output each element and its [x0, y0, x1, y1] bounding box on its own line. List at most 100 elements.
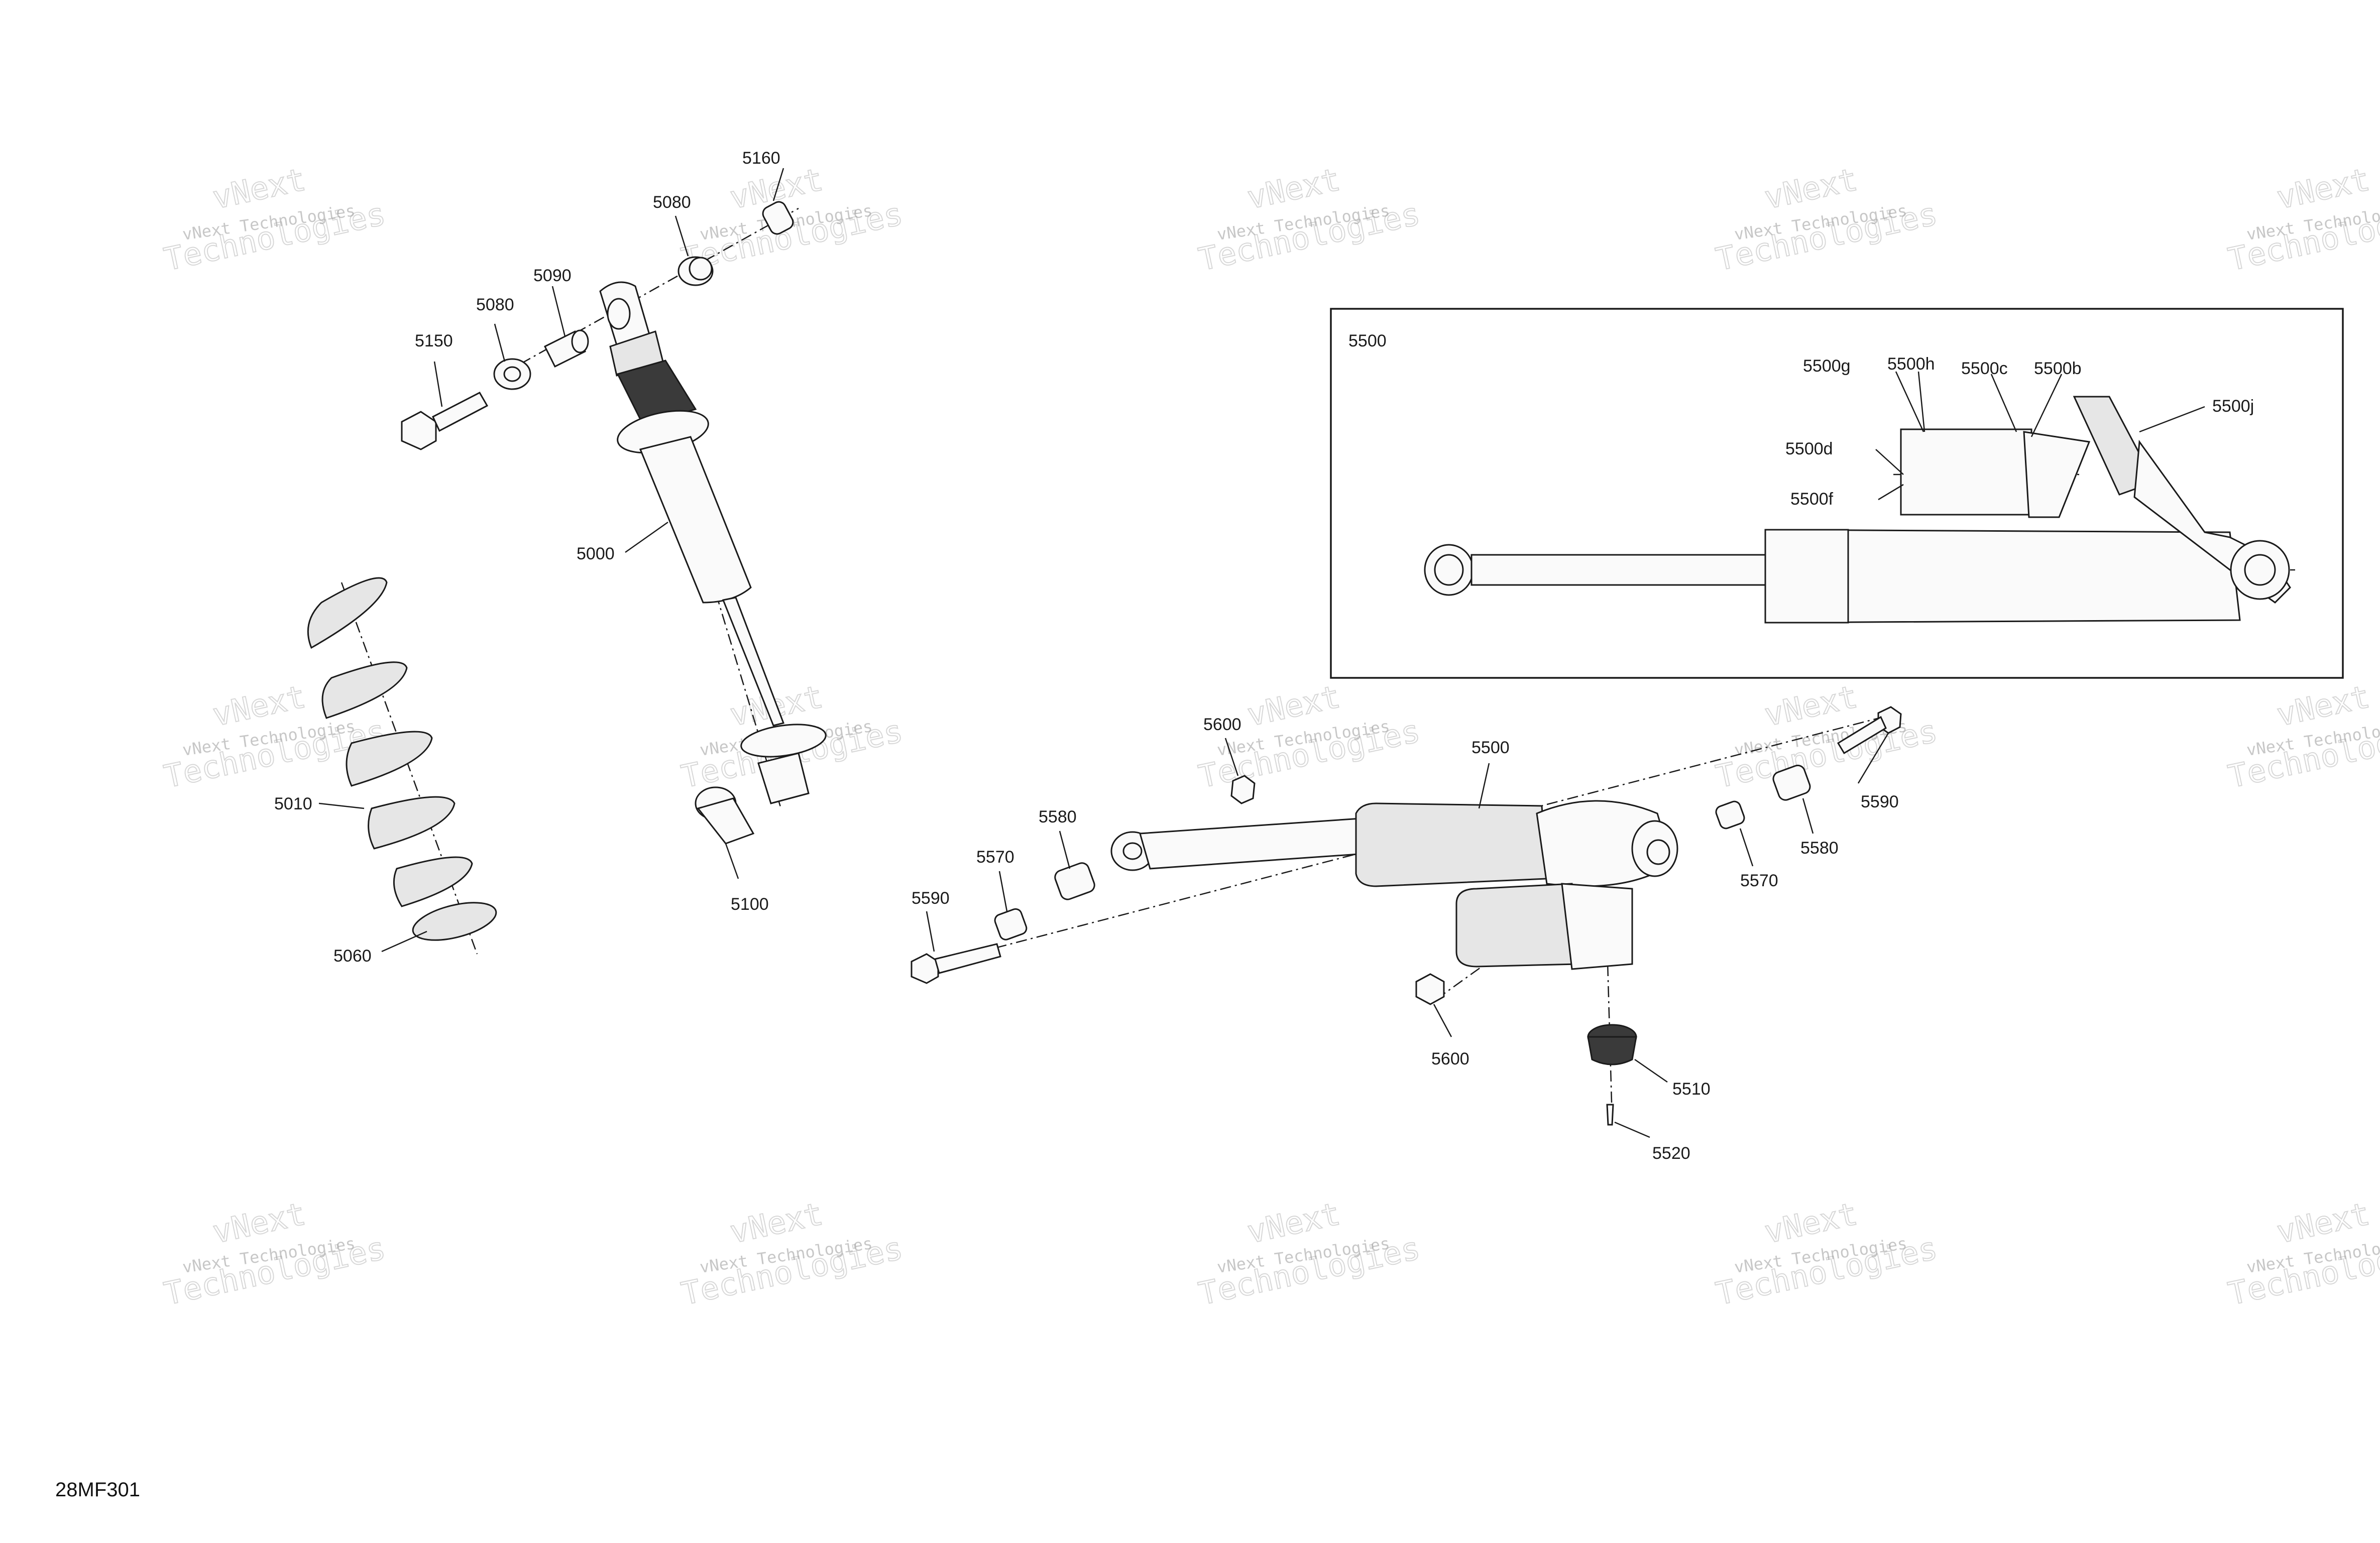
shock-5000 — [599, 281, 827, 804]
leader-5590b — [1857, 733, 1889, 784]
leader-5100 — [725, 843, 739, 879]
inset-right-eye-hole — [2244, 554, 2276, 586]
reservoir-cap — [1561, 883, 1633, 970]
leader-5570b — [1739, 828, 1754, 867]
shock-body — [1355, 802, 1548, 887]
callout-5160: 5160 — [742, 149, 780, 168]
sleeve-end — [571, 329, 589, 353]
callout-5500j: 5500j — [2212, 397, 2254, 416]
callout-5580: 5580 — [1800, 839, 1839, 858]
bolt-shank — [934, 943, 1001, 974]
callout-5060: 5060 — [333, 946, 372, 966]
shock-threaded-collar — [616, 360, 697, 425]
knob-body — [1587, 1036, 1637, 1065]
spring-5010 — [307, 577, 473, 907]
leader-5160 — [772, 168, 784, 201]
sleeve-5570-left — [994, 908, 1028, 940]
callout-5600: 5600 — [1203, 715, 1241, 734]
callout-5080: 5080 — [653, 193, 691, 212]
leader-5500h — [1917, 371, 1925, 432]
callout-labels: 5160 5080 5090 5080 5150 5000 5010 5060 … — [274, 149, 2254, 1163]
nut-5600-upper — [1230, 775, 1256, 804]
callout-5600: 5600 — [1431, 1049, 1469, 1069]
bolt-shank — [1837, 716, 1887, 755]
watermark-layer: vNext Technologies vNext Technologies vN… — [160, 160, 2380, 1313]
watermark-text: vNext — [2274, 161, 2373, 216]
leader-5570a — [998, 871, 1008, 912]
spring-coil — [346, 731, 433, 787]
spring-axis — [341, 582, 478, 955]
leader-5000 — [625, 521, 668, 553]
bushing-body — [697, 797, 755, 845]
callout-5080: 5080 — [476, 295, 514, 314]
bolt-shank — [432, 392, 489, 432]
bushing-5580-right — [1772, 764, 1811, 801]
shock-5500 — [1110, 800, 1678, 970]
diagram-code: 28MF301 — [55, 1479, 140, 1501]
leader-5500g — [1895, 371, 1924, 432]
bolt-5150 — [401, 392, 489, 450]
watermark-text: vNext — [1244, 161, 1343, 216]
spring-coil — [307, 577, 388, 649]
sleeve-5090 — [543, 329, 589, 368]
shock-eye-hole — [607, 298, 631, 330]
shock-body-tube — [639, 436, 752, 604]
inset-left-eye-hole — [1434, 554, 1464, 586]
spring-coil — [393, 856, 473, 907]
bolt-head — [401, 411, 437, 450]
inset-reservoir-bridge — [2023, 431, 2091, 518]
leader-5150 — [433, 361, 443, 407]
knob-5510 — [1587, 1024, 1637, 1065]
callout-5520: 5520 — [1652, 1144, 1690, 1163]
upper-mount-axis — [502, 207, 799, 375]
shock-shaft — [722, 597, 785, 727]
shock-shaft — [1139, 817, 1367, 870]
callout-5500b: 5500b — [2034, 359, 2082, 378]
shock-lower-eye — [757, 752, 810, 804]
leader-5500d — [1875, 449, 1904, 475]
callout-5010: 5010 — [274, 794, 312, 813]
inset-shaft — [1470, 554, 1771, 586]
leader-5500c — [1990, 374, 2017, 432]
screw-5520 — [1606, 1104, 1614, 1126]
shock-reservoir — [1455, 883, 1578, 968]
spring-clip-5060 — [412, 902, 497, 941]
callout-5500: 5500 — [1471, 738, 1510, 757]
bushing-5580-left — [1054, 862, 1095, 900]
watermark-text: vNext — [209, 161, 309, 216]
leader-5600b — [1433, 1004, 1452, 1037]
front-shock-assembly — [307, 168, 827, 955]
inset-title: 5500 — [1348, 331, 1387, 350]
shock-lower-seat — [740, 724, 827, 758]
callout-5500c: 5500c — [1961, 359, 2008, 378]
callout-5500h: 5500h — [1887, 354, 1935, 374]
leader-5520 — [1614, 1121, 1650, 1138]
leader-5010 — [318, 802, 365, 809]
callout-5090: 5090 — [533, 266, 572, 285]
rear-shock-assembly — [911, 706, 1902, 1138]
callout-5500d: 5500d — [1785, 439, 1833, 458]
callout-5100: 5100 — [731, 895, 769, 914]
inset-5500: 5500 — [1330, 308, 2344, 679]
shock-head-eye-hole — [1646, 839, 1670, 865]
callout-5500g: 5500g — [1803, 357, 1851, 376]
inset-frame — [1330, 308, 2344, 679]
leader-5090 — [551, 286, 566, 337]
leader-5080b — [494, 323, 506, 362]
watermark-text: vNext — [1761, 161, 1861, 216]
spring-coil — [321, 661, 408, 719]
leader-5500f — [1878, 484, 1904, 501]
leader-5500 — [1478, 763, 1490, 809]
leader-5080a — [674, 215, 689, 257]
spring-coil — [368, 796, 456, 850]
callout-5590: 5590 — [1861, 792, 1899, 811]
bolt-head — [911, 953, 939, 984]
nut-5600-lower — [1415, 973, 1445, 1005]
bushing-5100 — [695, 786, 755, 845]
sleeve-5570-right — [1715, 800, 1745, 829]
callout-5000: 5000 — [577, 544, 615, 563]
leader-5590a — [926, 911, 935, 952]
callout-5580: 5580 — [1039, 807, 1077, 826]
bushing-face — [689, 257, 713, 281]
